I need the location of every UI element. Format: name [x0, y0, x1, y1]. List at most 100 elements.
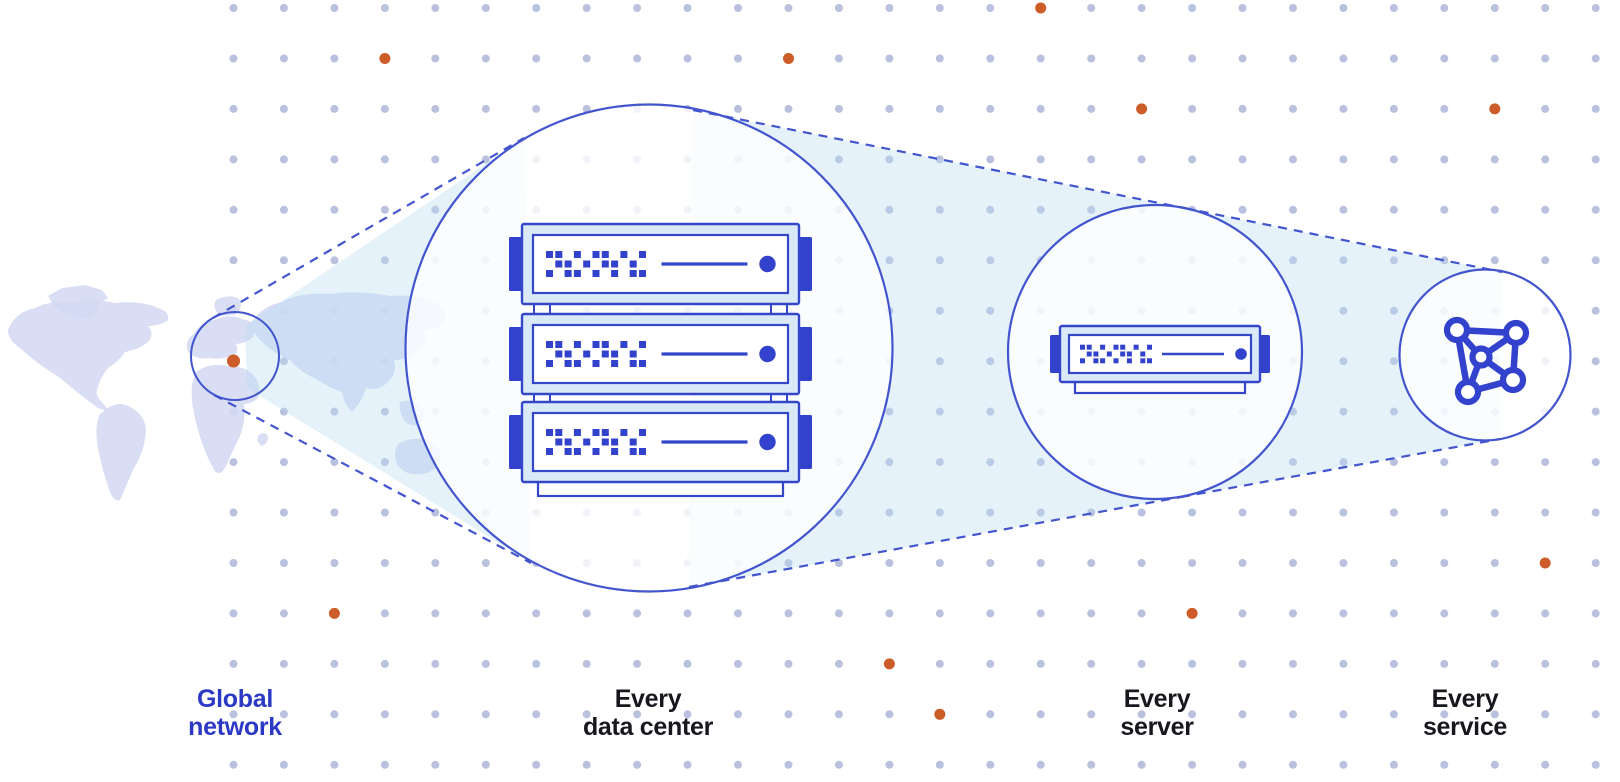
grid-dot: [1137, 508, 1146, 517]
grid-dot: [330, 205, 339, 214]
grid-dot: [1591, 710, 1600, 719]
mesh-network-icon: [1443, 316, 1530, 406]
grid-dot: [1188, 760, 1197, 769]
grid-dot-orange: [1539, 557, 1551, 569]
grid-dot: [1440, 609, 1449, 618]
grid-dot-orange: [1035, 2, 1047, 14]
grid-dot: [481, 4, 490, 12]
grid-dot: [1591, 4, 1600, 12]
vent-pixel: [592, 429, 600, 436]
grid-dot: [481, 54, 490, 63]
vent-pixel: [1147, 358, 1152, 364]
mesh-node: [1502, 319, 1530, 347]
mesh-node: [1469, 345, 1493, 369]
grid-dot: [1036, 54, 1045, 63]
vent-pixel: [639, 429, 646, 436]
grid-dot: [885, 205, 894, 214]
grid-dot: [1036, 205, 1045, 214]
vent-pixel: [546, 360, 553, 367]
vent-pixel: [611, 448, 619, 455]
dashed-guide-line: [1180, 437, 1501, 499]
grid-dot: [1238, 4, 1247, 12]
grid-dot: [532, 54, 541, 63]
vent-pixel: [573, 448, 581, 455]
vent-pixel: [564, 350, 572, 358]
grid-dot: [1389, 4, 1398, 12]
grid-dot: [1339, 256, 1348, 265]
grid-dot: [683, 4, 692, 12]
grid-dot: [431, 54, 440, 63]
vent-pixel: [592, 448, 600, 455]
grid-dot: [1238, 559, 1247, 567]
dashed-guide-line: [213, 394, 532, 564]
grid-dot: [481, 559, 490, 567]
vent-pixel: [573, 360, 581, 367]
grid-dot: [582, 54, 591, 63]
grid-dot: [1440, 760, 1449, 769]
grid-dot: [481, 760, 490, 769]
vent-pixel: [601, 438, 609, 446]
grid-dot: [1389, 256, 1398, 265]
grid-dot: [229, 659, 238, 668]
vent-pixel: [1113, 344, 1119, 350]
mesh-node: [1443, 316, 1471, 344]
grid-dot: [1389, 104, 1398, 113]
single-server: [1050, 324, 1270, 395]
grid-dot: [1289, 104, 1297, 113]
grid-dot: [380, 508, 389, 517]
grid-dot: [1188, 559, 1197, 567]
dashed-guide-line: [688, 495, 1182, 589]
grid-dot: [532, 4, 541, 12]
grid-dot: [279, 357, 288, 366]
grid-dot: [1541, 54, 1550, 63]
grid-dot: [229, 155, 238, 164]
vent-pixel: [546, 448, 553, 455]
grid-dot: [834, 54, 843, 63]
vent-pixel: [583, 438, 591, 446]
grid-dot: [229, 205, 238, 214]
grid-dot: [1490, 54, 1499, 63]
grid-dot: [1238, 710, 1247, 719]
grid-dot: [1440, 458, 1449, 467]
grid-dot: [279, 458, 288, 467]
grid-dot: [1389, 357, 1398, 366]
grid-dot: [1591, 357, 1600, 366]
grid-dot: [1541, 760, 1550, 769]
grid-dot: [834, 609, 843, 618]
grid-dot: [935, 155, 944, 164]
grid-dot: [380, 710, 389, 719]
grid-dot: [683, 54, 692, 63]
grid-dot: [986, 458, 995, 467]
vent-pixel: [1100, 358, 1106, 364]
grid-dot: [986, 306, 995, 315]
grid-dot: [784, 609, 793, 618]
vent-pixel: [564, 270, 572, 277]
grid-dot: [279, 508, 288, 517]
grid-dot: [1339, 306, 1348, 315]
grid-dot: [1188, 104, 1197, 113]
grid-dot: [935, 205, 944, 214]
server-led: [759, 255, 776, 273]
grid-dot: [1440, 559, 1449, 567]
grid-dot: [1490, 256, 1499, 265]
grid-dot: [1087, 559, 1096, 567]
grid-dot: [1440, 256, 1449, 265]
grid-dot: [279, 155, 288, 164]
grid-dot: [1440, 659, 1449, 668]
grid-dot: [431, 710, 440, 719]
grid-dot: [582, 659, 591, 668]
grid-dot: [1289, 256, 1297, 265]
grid-dot: [330, 508, 339, 517]
grid-dot: [1087, 760, 1096, 769]
grid-dot: [1591, 54, 1600, 63]
grid-dot: [279, 205, 288, 214]
grid-dot: [734, 104, 742, 113]
vent-pixel: [592, 270, 600, 277]
grid-dot: [279, 407, 288, 416]
grid-dot: [1137, 54, 1146, 63]
grid-dot: [935, 407, 944, 416]
vent-pixel: [564, 260, 572, 268]
grid-dot-orange: [783, 53, 794, 64]
vent-pixel: [1093, 351, 1099, 357]
